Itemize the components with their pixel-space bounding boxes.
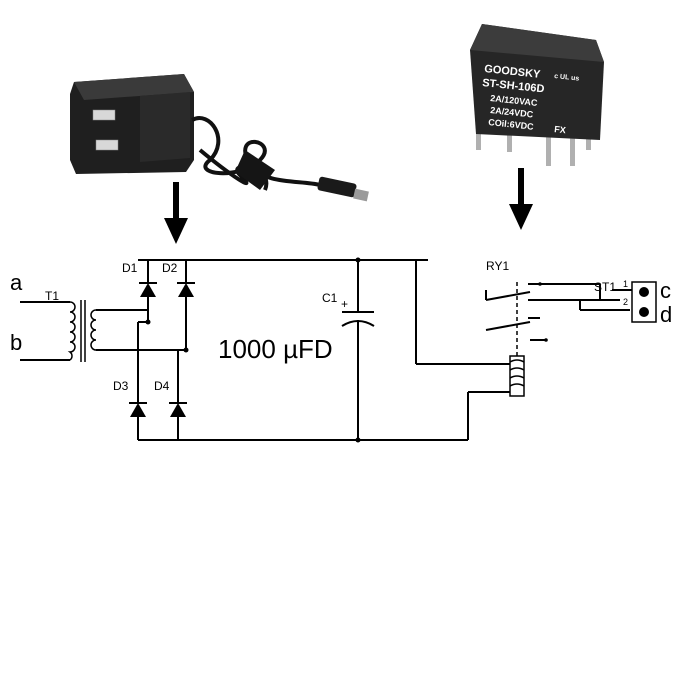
relay-ry1: RY1 [415,259,630,440]
diode-d1: D1 [122,261,157,297]
connector-label: ST1 [594,280,616,294]
diode-d1-label: D1 [122,261,138,275]
terminal-b-label: b [10,330,22,355]
relay-photo: GOODSKY c UL us ST-SH-106D 2A/120VAC 2A/… [470,24,604,166]
relay-photo-cert: c UL us [554,73,580,83]
ac-adapter-photo [70,74,369,202]
relay-photo-coil: COil:6VDC [488,117,535,132]
capacitance-value: 1000 µFD [218,334,333,364]
arrow-adapter [164,182,188,244]
relay-label: RY1 [486,259,509,273]
connector-pin1: 1 [623,279,628,289]
diode-d2: D2 [162,261,195,297]
arrow-relay [509,168,533,230]
diode-d3-label: D3 [113,379,129,393]
bridge-rectifier [137,259,468,441]
relay-photo-brand: GOODSKY [484,63,542,81]
capacitor-c1: C1 + 1000 µFD [218,257,375,443]
relay-photo-rating1: 2A/120VAC [490,93,539,108]
connector-pin2: 2 [623,297,628,307]
relay-photo-rating2: 2A/24VDC [490,105,534,119]
diode-d3: D3 [113,379,147,417]
terminal-c-label: c [660,278,671,303]
terminal-a-label: a [10,270,23,295]
diode-d4: D4 [154,379,187,417]
capacitor-label: C1 [322,291,338,305]
transformer-t1: T1 [20,289,186,362]
terminal-d-label: d [660,302,672,327]
connector-st1: ST1 1 2 [594,279,657,323]
diode-d4-label: D4 [154,379,170,393]
capacitor-polarity: + [341,297,348,311]
diode-d2-label: D2 [162,261,178,275]
transformer-label: T1 [45,289,59,303]
relay-photo-suffix: FX [554,124,566,135]
